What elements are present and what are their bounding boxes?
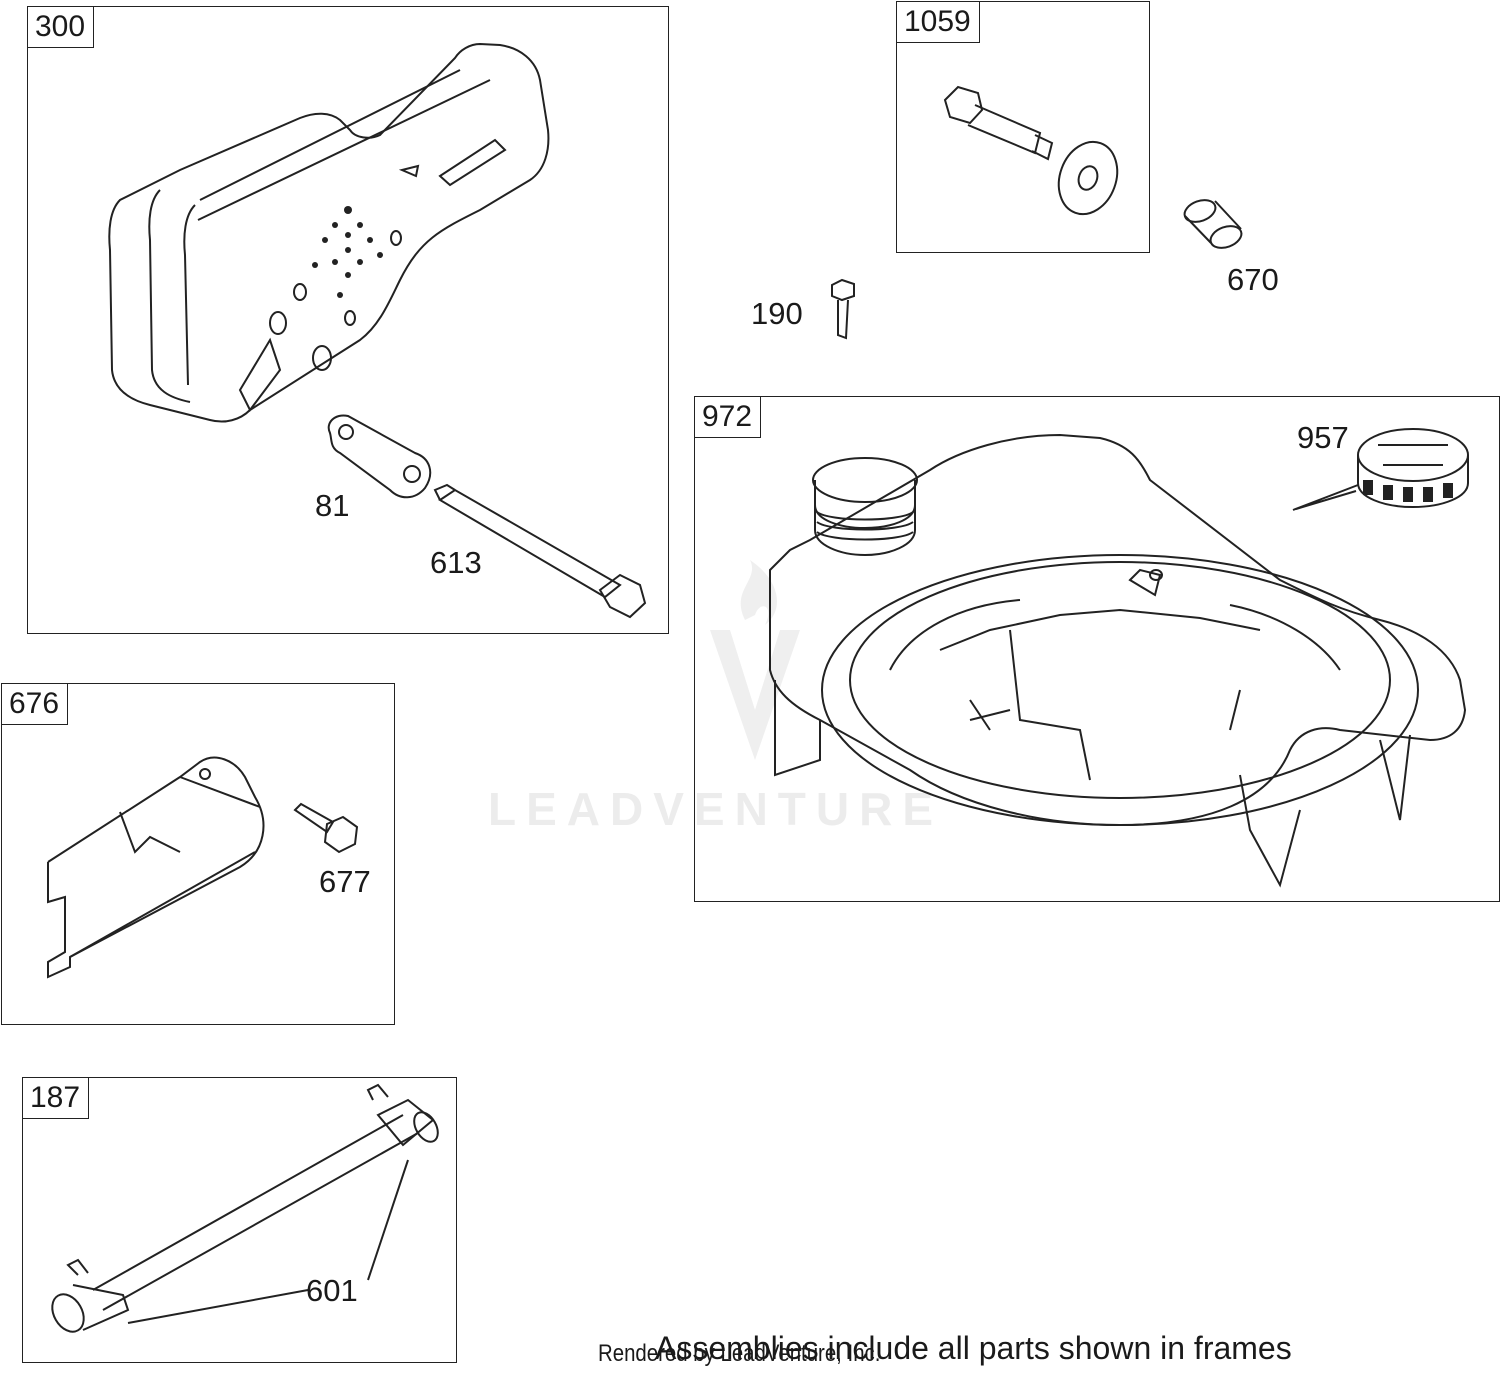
frame-label: 1059	[896, 1, 980, 43]
muffler-bolt-drawing	[433, 483, 647, 619]
frame-187: 187	[22, 1077, 457, 1363]
callout-190: 190	[751, 296, 803, 331]
callout-957: 957	[1297, 420, 1349, 455]
fuel-tank-drawing	[769, 433, 1467, 888]
guard-676-drawing	[47, 756, 265, 979]
spacer-670-drawing	[1183, 199, 1243, 249]
frame-label: 300	[27, 6, 95, 48]
watermark-text: LEADVENTURE	[488, 783, 944, 835]
callout-601: 601	[306, 1273, 358, 1308]
frame-1059: 1059	[896, 1, 1150, 253]
fuel-cap-drawing	[1292, 428, 1469, 511]
assemblies-note: Assemblies include all parts shown in fr…	[655, 1330, 1292, 1366]
watermark-logo-icon	[710, 560, 800, 760]
frame-label: 676	[1, 683, 69, 725]
frame-label: 187	[22, 1077, 90, 1119]
screw-677-drawing	[293, 802, 359, 854]
muffler-drawing	[108, 42, 550, 423]
callout-613: 613	[430, 545, 482, 580]
rendered-by-credit: Rendered by LeadVenture, Inc.	[598, 1340, 881, 1367]
frame-676: 676	[1, 683, 395, 1025]
callout-670: 670	[1227, 262, 1279, 297]
bolt-190-drawing	[831, 278, 855, 340]
callout-677: 677	[319, 864, 371, 899]
shoulder-bolt-drawing	[943, 85, 1119, 216]
callout-81: 81	[315, 488, 350, 523]
fuel-line-drawing	[51, 1083, 439, 1333]
frame-300: 300	[27, 6, 669, 634]
frame-label: 972	[694, 396, 762, 438]
muffler-bracket-drawing	[327, 414, 432, 499]
